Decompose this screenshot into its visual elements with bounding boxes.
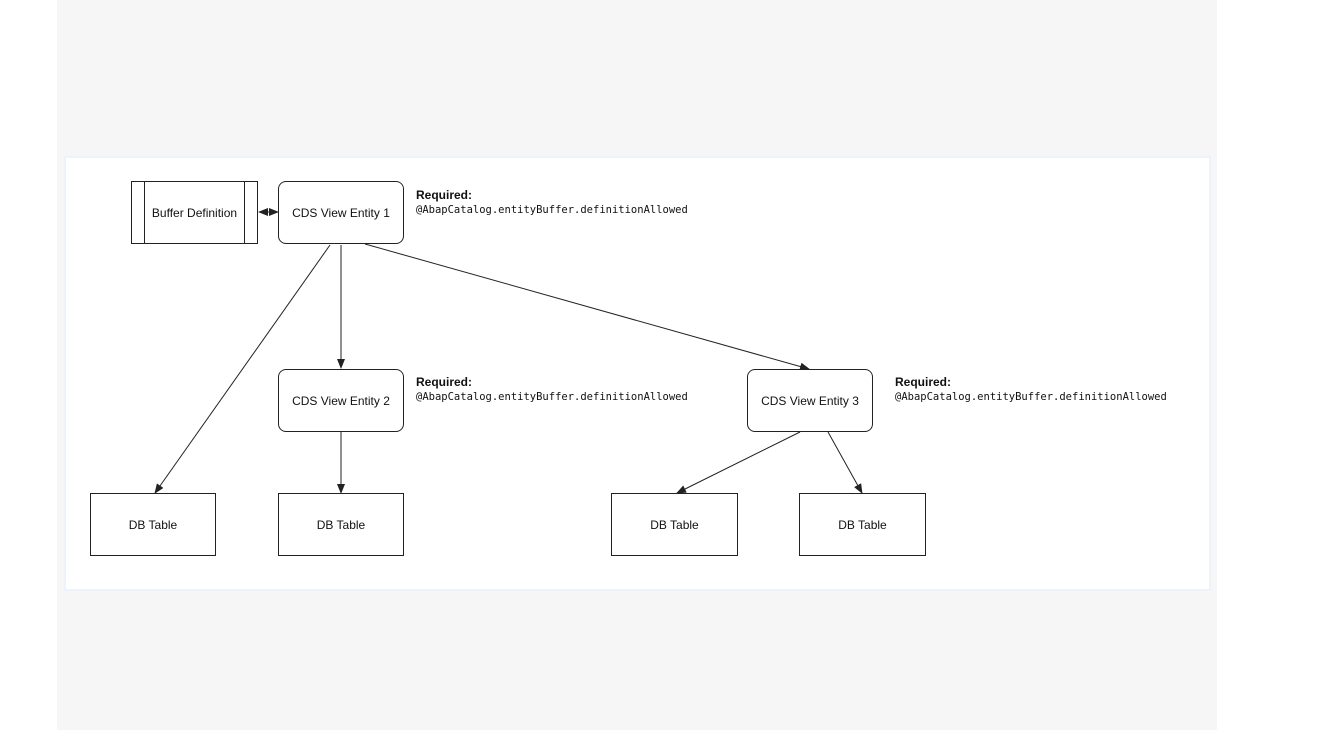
buffer-definition-label: Buffer Definition (151, 205, 238, 220)
annotation-entity-1: Required: @AbapCatalog.entityBuffer.defi… (416, 187, 688, 217)
cds-view-entity-1-label: CDS View Entity 1 (292, 205, 390, 220)
edge-entity1-entity3 (364, 243, 810, 371)
annotation-entity-1-heading: Required: (416, 188, 473, 202)
db-table-1-label: DB Table (128, 517, 178, 532)
db-table-4-label: DB Table (838, 517, 887, 532)
edge-entity3-dbtable3 (676, 431, 801, 494)
cds-view-entity-3-node: CDS View Entity 3 (747, 369, 873, 432)
annotation-entity-1-code: @AbapCatalog.entityBuffer.definitionAllo… (416, 204, 688, 216)
buffer-definition-left-bar (144, 182, 145, 243)
cds-view-entity-3-label: CDS View Entity 3 (761, 393, 859, 408)
buffer-definition-right-bar (244, 182, 245, 243)
edge-entity3-dbtable4 (827, 431, 863, 494)
db-table-4-node: DB Table (799, 493, 926, 556)
edge-entity1-dbtable1 (154, 244, 331, 494)
annotation-entity-2-heading: Required: (416, 375, 473, 389)
cds-view-entity-2-node: CDS View Entity 2 (278, 369, 404, 432)
annotation-entity-3: Required: @AbapCatalog.entityBuffer.defi… (895, 374, 1167, 404)
db-table-2-label: DB Table (316, 517, 366, 532)
annotation-entity-3-code: @AbapCatalog.entityBuffer.definitionAllo… (895, 391, 1167, 403)
buffer-definition-node: Buffer Definition (131, 181, 258, 244)
annotation-entity-2: Required: @AbapCatalog.entityBuffer.defi… (416, 374, 688, 404)
cds-view-entity-1-node: CDS View Entity 1 (278, 181, 404, 244)
cds-view-entity-2-label: CDS View Entity 2 (292, 393, 390, 408)
annotation-entity-2-code: @AbapCatalog.entityBuffer.definitionAllo… (416, 391, 688, 403)
db-table-2-node: DB Table (278, 493, 404, 556)
db-table-3-label: DB Table (650, 517, 699, 532)
db-table-3-node: DB Table (611, 493, 738, 556)
db-table-1-node: DB Table (90, 493, 216, 556)
annotation-entity-3-heading: Required: (895, 375, 952, 389)
